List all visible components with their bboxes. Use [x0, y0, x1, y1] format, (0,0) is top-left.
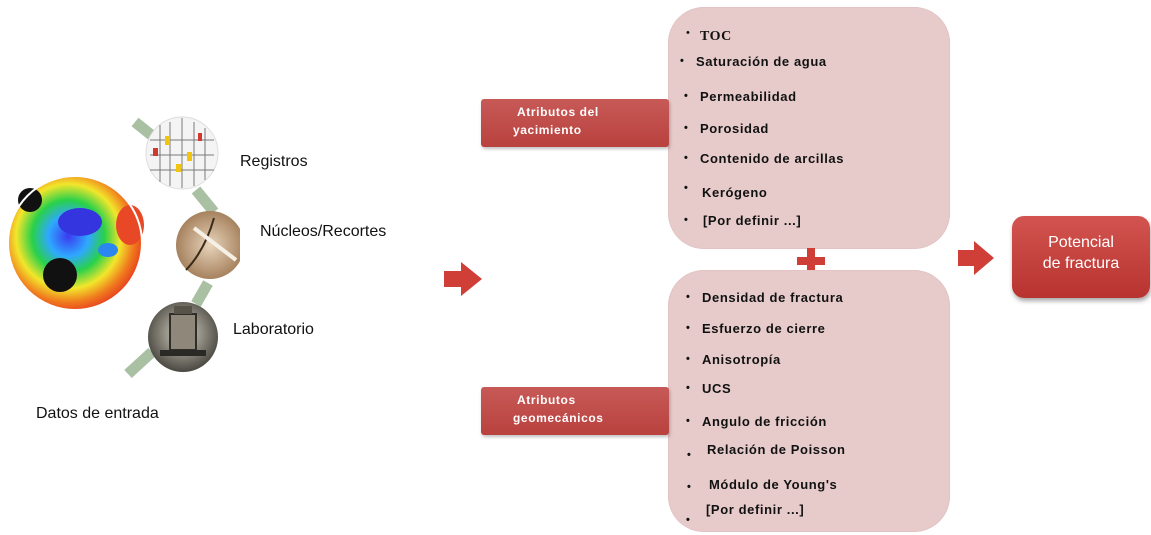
result-line1: Potencial: [1048, 234, 1114, 251]
list-item: •Permeabilidad: [684, 89, 797, 104]
well-logs-image: [145, 116, 219, 190]
geomechanical-attributes-tag: Atributos geomecánicos: [481, 387, 669, 435]
core-sample-image: [176, 211, 240, 279]
tag-label-line1: Atributos del: [517, 105, 599, 119]
list-item: •Densidad de fractura: [686, 290, 844, 305]
reservoir-attributes-panel: [668, 7, 950, 249]
contour-map-image: [7, 175, 144, 311]
list-item: •[Por definir ...]: [684, 213, 802, 228]
flow-arrow-icon: [444, 262, 482, 296]
reservoir-attributes-tag: Atributos del yacimiento: [481, 99, 669, 147]
list-item: •Saturación de agua: [680, 54, 827, 69]
list-item: •Porosidad: [684, 121, 769, 136]
list-item: •Esfuerzo de cierre: [686, 321, 826, 336]
geomechanical-attributes-panel: [668, 270, 950, 532]
result-arrow-icon: [958, 241, 994, 275]
inputs-title: Datos de entrada: [36, 405, 159, 422]
source-label-nucleos-recortes: Núcleos/Recortes: [260, 223, 387, 240]
lab-equipment-image: [148, 302, 218, 372]
list-item: •Contenido de arcillas: [684, 151, 845, 166]
list-item: •Angulo de fricción: [686, 414, 827, 429]
list-item: •[Por definir ...]: [686, 502, 805, 526]
tag-label-line2: yacimiento: [513, 123, 582, 137]
list-item: •Módulo de Young's: [687, 477, 838, 493]
list-item: •UCS: [686, 381, 732, 396]
list-item: •Kerógeno: [684, 182, 768, 200]
input-data-illustration: [7, 116, 240, 379]
source-label-laboratorio: Laboratorio: [233, 321, 314, 338]
fracture-potential-box: Potencial de fractura: [1012, 216, 1150, 298]
list-item: •Relación de Poisson: [687, 442, 846, 461]
plus-icon: [797, 248, 825, 274]
tag-label-line1: Atributos: [517, 393, 576, 407]
result-line2: de fractura: [1042, 255, 1120, 272]
list-item: •TOC: [686, 27, 732, 44]
source-label-registros: Registros: [240, 153, 308, 170]
list-item: •Anisotropía: [686, 352, 781, 367]
tag-label-line2: geomecánicos: [513, 411, 604, 425]
